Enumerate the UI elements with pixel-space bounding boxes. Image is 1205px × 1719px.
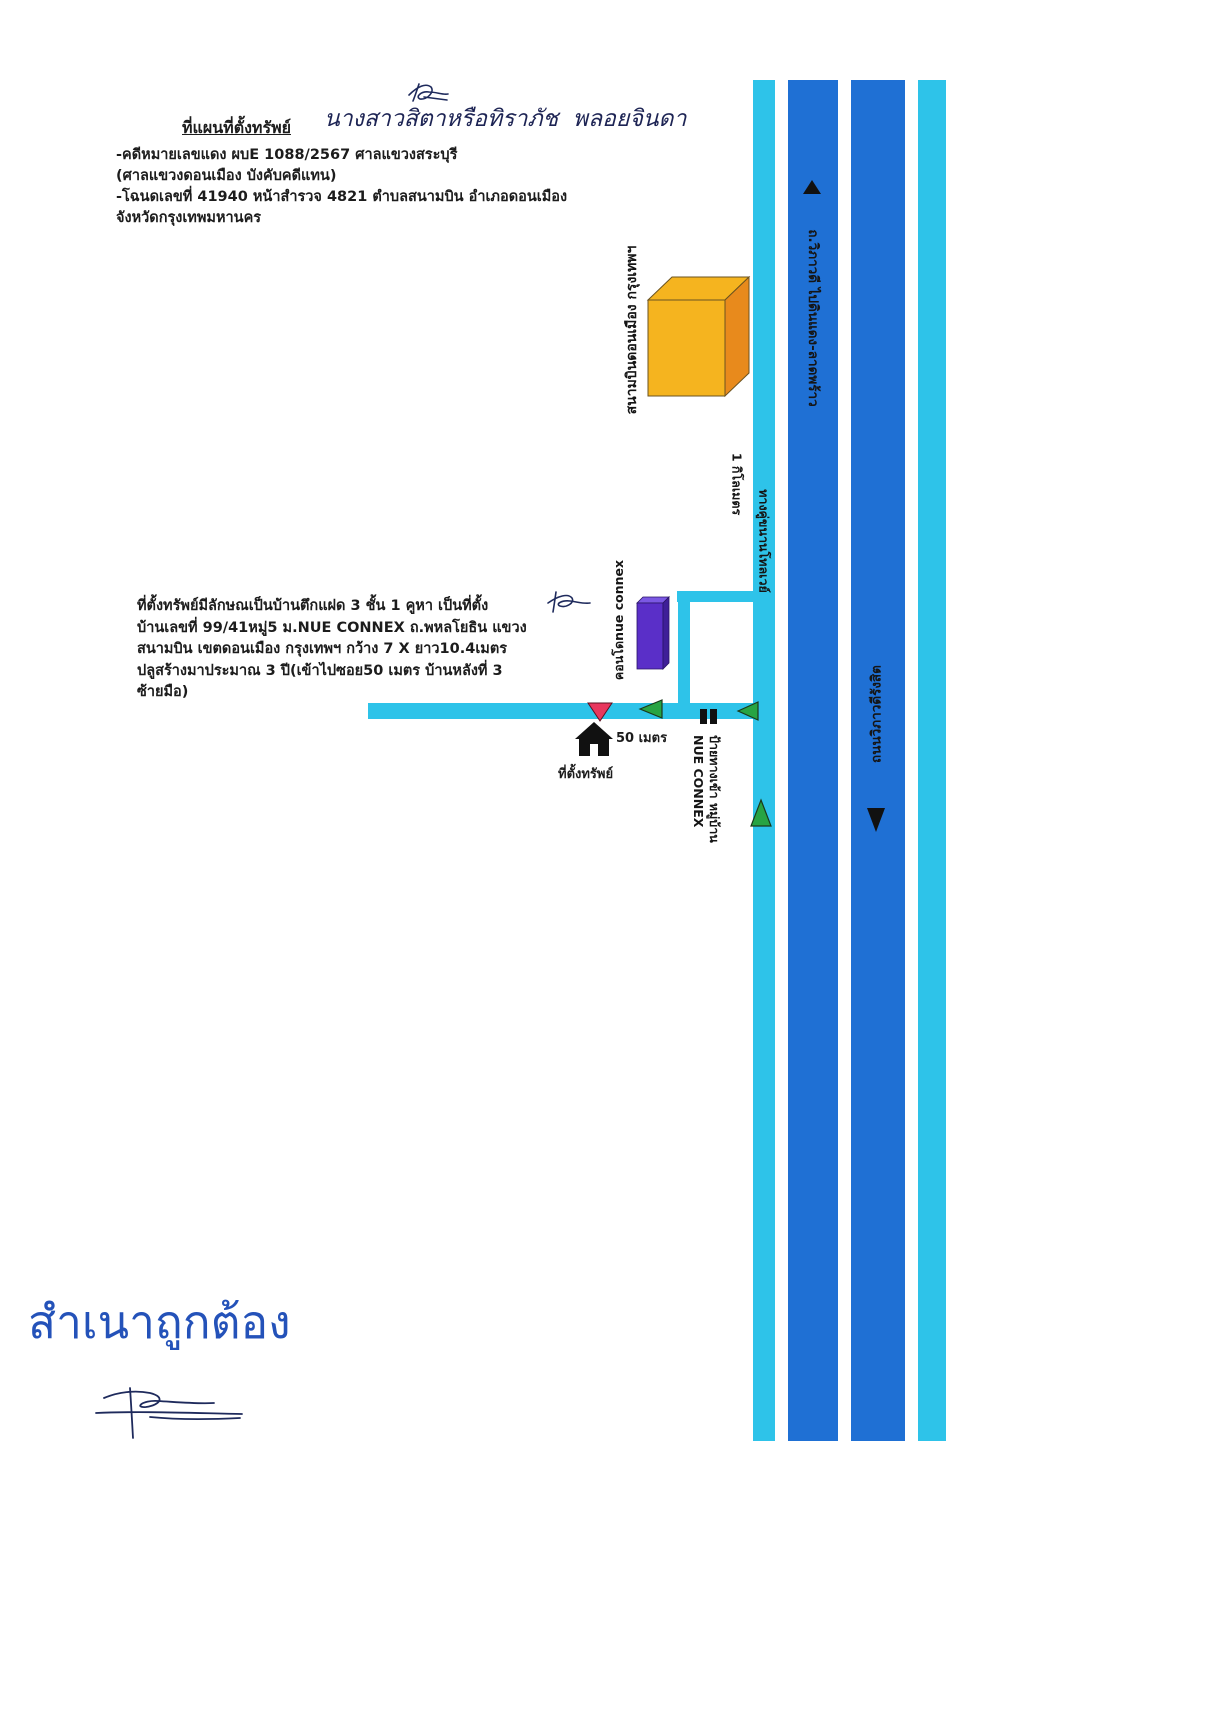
entrance-sign-line: NUE CONNEX [691, 735, 706, 828]
sign-icon [700, 709, 717, 724]
certified-copy-stamp: สำเนาถูกต้อง [28, 1295, 291, 1349]
airport-building-front [647, 299, 726, 397]
initials-signature-top [408, 83, 449, 102]
arrow-down-icon [867, 808, 885, 832]
distance-50m-label: 50 เมตร [616, 731, 668, 746]
airport-building-side [724, 275, 750, 398]
property-marker-icon [587, 702, 613, 722]
entrance-sign-line: ป้ายทางเข้า หมู่บ้าน [707, 735, 722, 843]
road-inbound-label: ถ.วิภาวดี ไปดินแดง-ลาดพร้าว [804, 229, 821, 407]
case-details: -คดีหมายเลขแดง ผบE 1088/2567 ศาลแขวงสระบ… [116, 145, 567, 229]
map-title: ที่แผนที่ตั้งทรัพย์ [182, 118, 291, 137]
description-line: สนามบิน เขตดอนเมือง กรุงเทพฯ กว้าง 7 X ย… [137, 641, 508, 657]
property-location-label: ที่ตั้งทรัพย์ [558, 767, 614, 782]
description-line: ปลูสร้างมาประมาณ 3 ปี(เข้าไปซอย50 เมตร บ… [137, 662, 503, 679]
condo-building-side [662, 596, 670, 670]
road-outbound-label: ถนนวิภาวดีรังสิต [868, 665, 885, 763]
signature-certification [95, 1387, 243, 1439]
case-number-line: -คดีหมายเลขแดง ผบE 1088/2567 ศาลแขวงสระบ… [116, 147, 458, 163]
airport-building-icon [646, 275, 751, 398]
house-roof [575, 722, 613, 739]
condo-building-icon [636, 596, 670, 670]
frontage-road-right [918, 80, 946, 1441]
property-description: ที่ตั้งทรัพย์มีลักษณเป็นบ้านตึกแฝด 3 ชั้… [137, 596, 527, 704]
house-door [590, 744, 598, 756]
distance-km-label: 1 กิโลเมตร [729, 452, 745, 516]
condo-building-front [636, 602, 664, 670]
village-road-vertical [678, 591, 690, 711]
court-note-line: (ศาลแขวงดอนเมือง บังคับคดีแทน) [116, 168, 337, 184]
title-deed-line: -โฉนดเลขที่ 41940 หน้าสำรวจ 4821 ตำบลสนา… [116, 189, 568, 205]
house-icon [575, 722, 613, 756]
description-line: ซ้ายมือ) [137, 684, 189, 700]
route-marker-junction-icon [736, 701, 759, 721]
condo-label: คอนโดnue connex [610, 559, 626, 681]
route-marker-left-icon [638, 699, 663, 719]
frontage-road-left [753, 80, 775, 1441]
initials-signature-description [547, 591, 591, 613]
owner-name-handwritten: นางสาวสิตาหรือทิราภัช พลอยจินดา [324, 106, 687, 132]
province-line: จังหวัดกรุงเทพมหานคร [116, 210, 262, 226]
description-line: ที่ตั้งทรัพย์มีลักษณเป็นบ้านตึกแฝด 3 ชั้… [137, 598, 489, 614]
soi-road [368, 703, 763, 719]
sign-post-left [700, 709, 707, 724]
tollway-lane-outbound [851, 80, 905, 1441]
village-road-horizontal [677, 591, 757, 602]
description-line: บ้านเลขที่ 99/41หมู่5 ม.NUE CONNEX ถ.พหล… [137, 619, 527, 636]
airport-label: สนามบินดอนเมือง กรุงเทพฯ [624, 245, 640, 415]
entrance-sign-label: ป้ายทางเข้า หมู่บ้าน NUE CONNEX [690, 735, 722, 843]
arrow-up-icon [803, 180, 821, 194]
sign-post-right [710, 709, 717, 724]
frontage-road-label: ทางคู่ขนานโทลเวย์ [756, 489, 772, 593]
tollway-lane-inbound [788, 80, 838, 1441]
route-marker-up-icon [750, 798, 772, 827]
